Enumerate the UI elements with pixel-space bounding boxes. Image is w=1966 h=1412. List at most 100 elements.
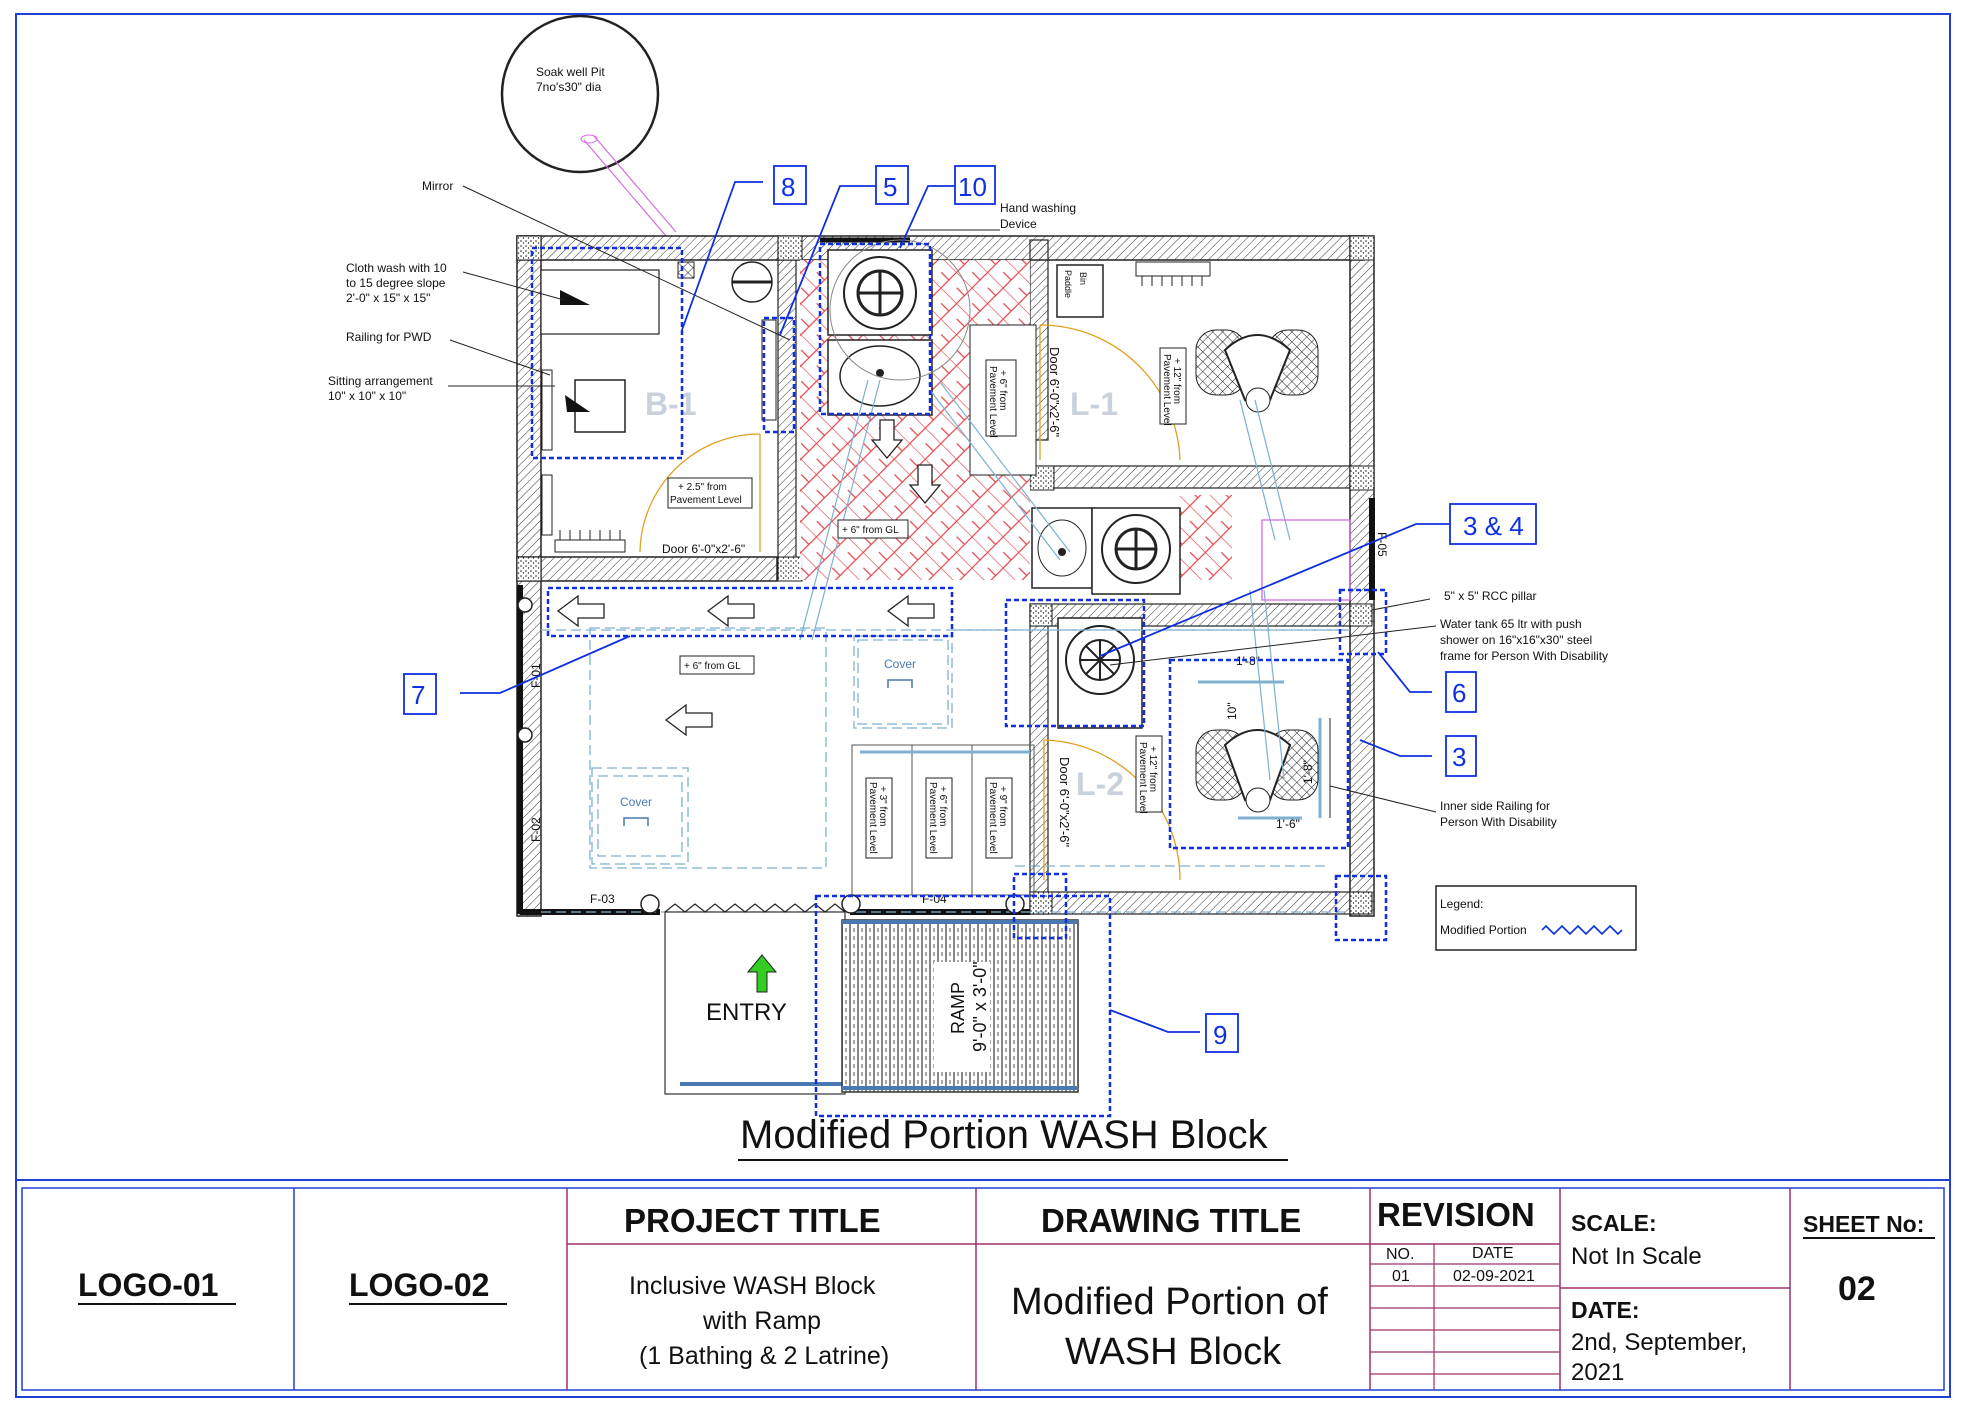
level-label-l1-12b: Pavement Level: [1161, 354, 1172, 426]
stall-blocks: [851, 744, 1035, 896]
note-water-tank-3: frame for Person With Disability: [1440, 649, 1608, 663]
rev-no-value: 01: [1392, 1268, 1410, 1285]
rev-no-header: NO.: [1386, 1246, 1414, 1263]
legend-wavy-line: [1541, 924, 1623, 936]
callout-7: 7: [411, 680, 425, 710]
sheet-value: 02: [1838, 1270, 1876, 1308]
level-label-l2-12a: + 12" from: [1147, 746, 1158, 792]
hand-washing-device: [827, 239, 971, 416]
ramp: RAMP 9'-0" x 3'-0": [841, 919, 1079, 1093]
latrine-room-l2: L-2 10" 1'-8" 1'-8" 1'-6": [1043, 654, 1331, 881]
floor-plan: Soak well Pit 7no's30" dia: [328, 14, 1637, 1161]
bin-label: Bin: [1078, 272, 1088, 285]
note-inner-railing-1: Inner side Railing for: [1440, 799, 1550, 813]
level-label-3a: + 3" from: [877, 786, 888, 827]
f04-label: F-04: [922, 892, 947, 906]
note-inner-railing-2: Person With Disability: [1440, 815, 1557, 829]
cover-icon-2: [623, 817, 649, 826]
room-label-l1: L-1: [1070, 386, 1118, 422]
f03-label: F-03: [590, 892, 615, 906]
flow-arrows: [556, 419, 942, 737]
legend: Legend: Modified Portion: [1435, 885, 1637, 951]
level-label-2-5-a: + 2.5" from: [678, 482, 727, 493]
level-label-l1-b: Pavement Level: [987, 366, 998, 438]
legend-title: Legend:: [1440, 897, 1483, 911]
drawing-heading: Modified Portion WASH Block: [740, 1113, 1269, 1157]
magenta-box: [1261, 519, 1351, 601]
leader-lines: [448, 185, 1437, 813]
bath-room-b1: B-1: [540, 261, 777, 553]
note-cloth-wash-1: Cloth wash with 10: [346, 261, 447, 275]
level-label-l1-a: + 6" from: [997, 370, 1008, 411]
date-value-line-1: 2nd, September,: [1571, 1329, 1747, 1356]
title-block: LOGO-01 LOGO-02 PROJECT TITLE Inclusive …: [16, 1179, 1950, 1391]
drawing-title-line-2: WASH Block: [1065, 1331, 1282, 1373]
callout-6: 6: [1452, 678, 1466, 708]
sheet-label: SHEET No:: [1803, 1211, 1924, 1237]
f02-label: F-02: [529, 817, 543, 842]
level-label-9a: + 9" from: [997, 786, 1008, 827]
note-water-tank-2: shower on 16"x16"x30" steel: [1440, 633, 1592, 647]
revision-label: REVISION: [1377, 1196, 1535, 1233]
entry-arrow-icon: [746, 954, 778, 993]
level-label-6gl-mid: + 6" from GL: [684, 661, 741, 672]
cover-label-1: Cover: [884, 657, 916, 671]
left-notes: Mirror Cloth wash with 10 to 15 degree s…: [328, 179, 453, 403]
dim-1-8-b: 1'-8": [1301, 760, 1315, 784]
note-railing-pwd: Railing for PWD: [346, 330, 432, 344]
callout-leaders: [460, 181, 1450, 1033]
logo-02: LOGO-02: [349, 1267, 489, 1303]
tile-floor-2: [1180, 495, 1232, 580]
dim-10: 10": [1225, 702, 1239, 720]
rev-date-header: DATE: [1472, 1245, 1513, 1262]
paddle-label: Paddle: [1063, 270, 1073, 298]
right-notes: Hand washing Device 5" x 5" RCC pillar W…: [1000, 201, 1608, 829]
dim-1-6: 1'-6": [1276, 817, 1300, 831]
sheet-border: [15, 13, 1951, 1398]
project-title-label: PROJECT TITLE: [624, 1202, 881, 1239]
note-hand-washing-1: Hand washing: [1000, 201, 1076, 215]
project-title-line-2: with Ramp: [702, 1307, 821, 1335]
door-label-b1: Door 6'-0"x2'-6": [662, 542, 745, 556]
callout-3-4: 3 & 4: [1463, 511, 1524, 541]
ramp-dimension: 9'-0" x 3'-0": [970, 961, 990, 1052]
room-label-l2: L-2: [1076, 766, 1124, 802]
note-hand-washing-2: Device: [1000, 217, 1037, 231]
note-mirror: Mirror: [422, 179, 453, 193]
note-cloth-wash-3: 2'-0" x 15" x 15": [346, 291, 430, 305]
modified-portion-outlines: [530, 242, 1388, 1118]
level-label-l2-12b: Pavement Level: [1137, 742, 1148, 814]
cover-icon-1: [887, 679, 913, 688]
level-label-2-5-b: Pavement Level: [670, 495, 742, 506]
ramp-label: RAMP: [948, 982, 968, 1034]
drawing-title-line-1: Modified Portion of: [1011, 1281, 1328, 1323]
callout-9: 9: [1213, 1020, 1227, 1050]
room-label-b1: B-1: [645, 386, 697, 422]
callout-3: 3: [1452, 742, 1466, 772]
level-label-6gl-top: + 6" from GL: [842, 525, 899, 536]
pipe-lines: [799, 379, 1291, 781]
door-label-l1: Door 6'-0"x2'-6": [1047, 347, 1062, 437]
note-cloth-wash-2: to 15 degree slope: [346, 276, 446, 290]
level-label-6pa: + 6" from: [937, 786, 948, 827]
callout-10: 10: [958, 172, 987, 202]
note-water-tank-1: Water tank 65 ltr with push: [1440, 617, 1582, 631]
project-title-line-1: Inclusive WASH Block: [629, 1272, 876, 1300]
project-title-line-3: (1 Bathing & 2 Latrine): [639, 1342, 889, 1370]
drawing-title-label: DRAWING TITLE: [1041, 1202, 1301, 1239]
wash-basin-unit: [1031, 507, 1181, 595]
entry-area: ENTRY: [664, 903, 846, 1095]
legend-item: Modified Portion: [1440, 923, 1527, 937]
entry-label: ENTRY: [706, 999, 787, 1026]
soak-pit: Soak well Pit 7no's30" dia: [500, 14, 677, 237]
scale-label: SCALE:: [1571, 1210, 1657, 1236]
scale-value: Not In Scale: [1571, 1243, 1702, 1270]
level-label-3b: Pavement Level: [867, 782, 878, 854]
note-sitting-2: 10" x 10" x 10": [328, 389, 406, 403]
soak-pit-label-1: Soak well Pit: [536, 65, 605, 79]
callout-5: 5: [883, 172, 897, 202]
logo-01: LOGO-01: [78, 1267, 218, 1303]
note-sitting-1: Sitting arrangement: [328, 374, 433, 388]
water-tank: [1057, 617, 1143, 729]
